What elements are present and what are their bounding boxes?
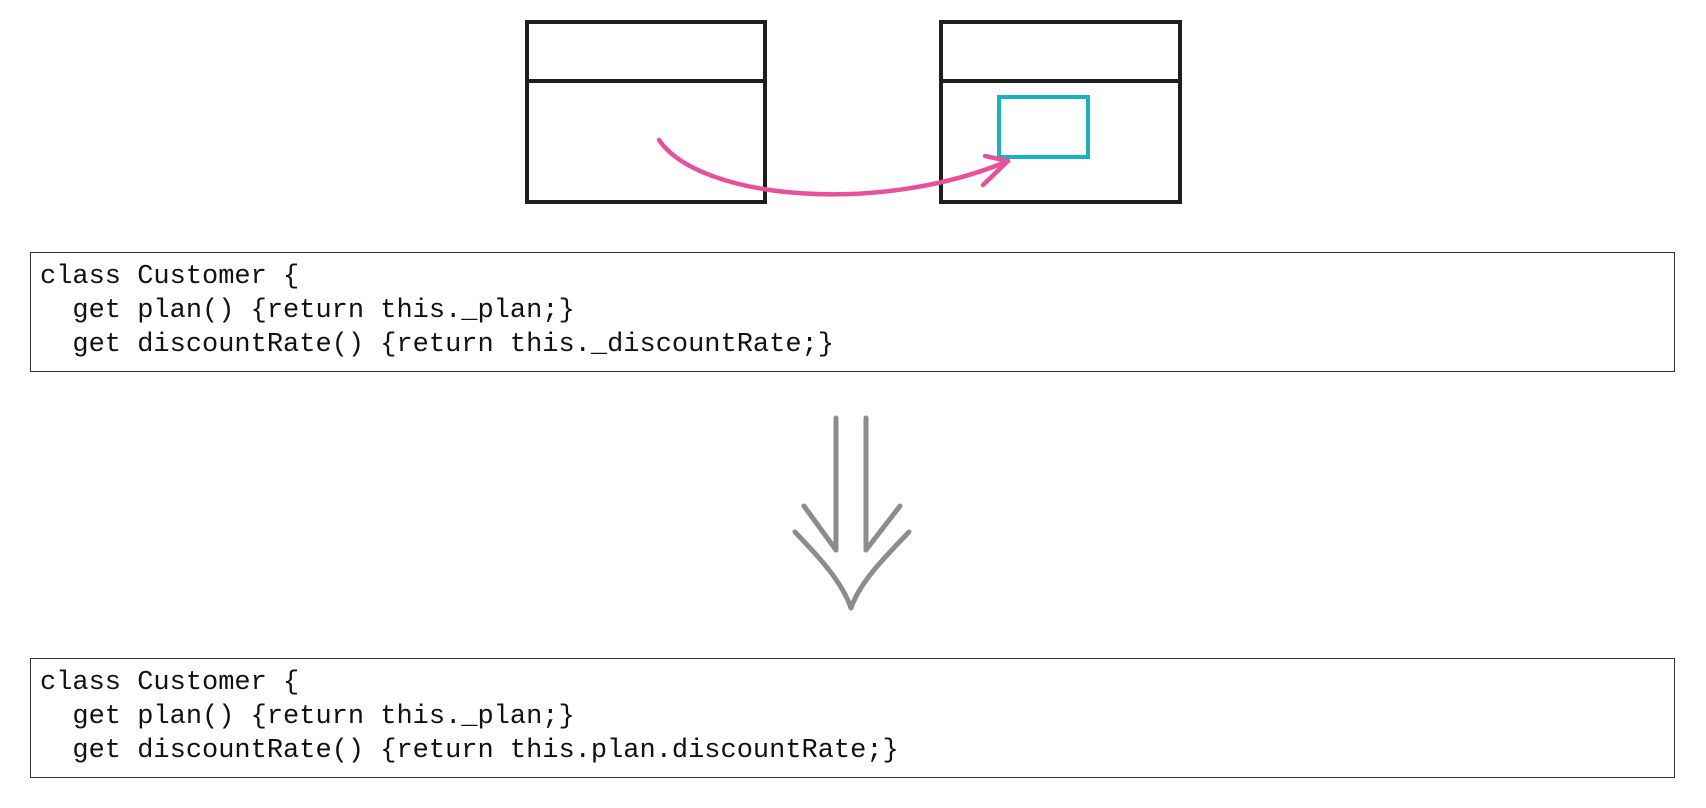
move-field-diagram [525, 20, 1182, 204]
double-down-arrow-icon [792, 415, 912, 611]
code-line: get discountRate() {return this.plan.dis… [40, 736, 899, 766]
code-before: class Customer { get plan() {return this… [30, 252, 1675, 372]
code-line: get discountRate() {return this._discoun… [40, 330, 834, 360]
code-line: class Customer { [40, 262, 300, 292]
moved-field-box [997, 95, 1090, 159]
class-box-source [525, 20, 767, 204]
move-arrow [656, 137, 1011, 197]
class-box-target [939, 20, 1182, 204]
code-line: get plan() {return this._plan;} [40, 702, 575, 732]
code-line: get plan() {return this._plan;} [40, 296, 575, 326]
code-after: class Customer { get plan() {return this… [30, 658, 1675, 778]
code-line: class Customer { [40, 668, 300, 698]
